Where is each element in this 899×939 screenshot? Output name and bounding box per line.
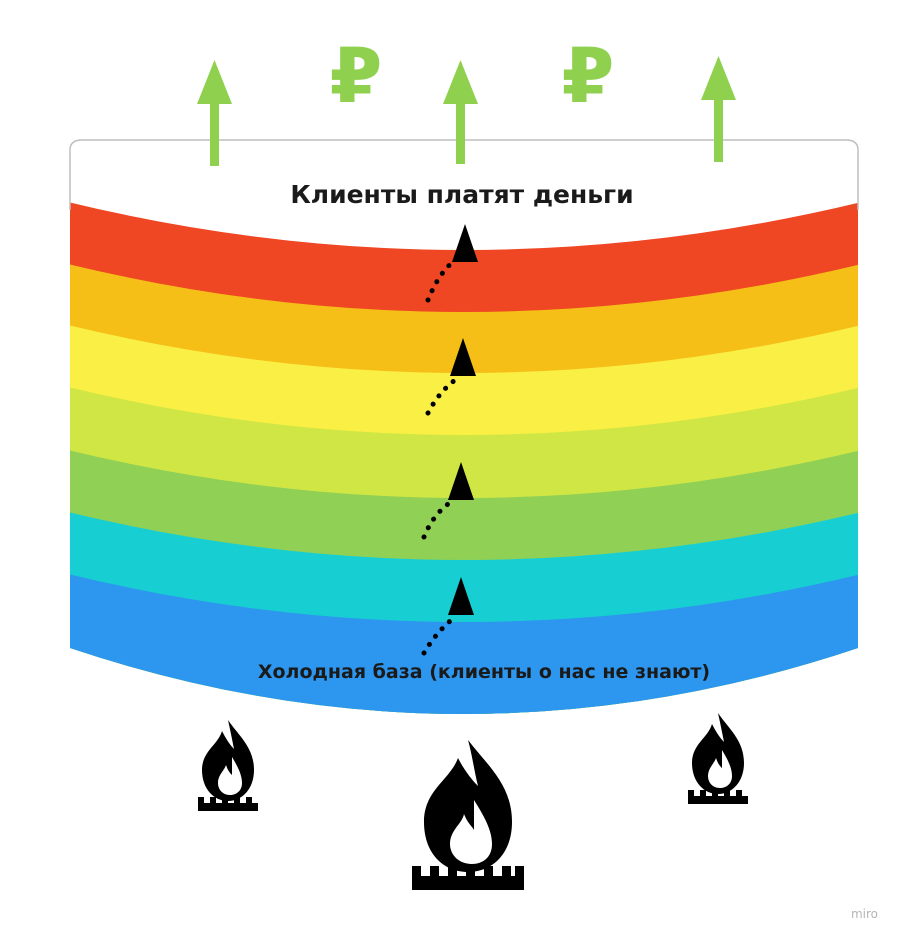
money-arrows	[197, 56, 736, 166]
up-arrow-icon	[443, 60, 478, 164]
dotted-arrow-icon	[425, 338, 476, 416]
dotted-arrow-icon	[425, 224, 478, 303]
dotted-arrow-icon	[421, 462, 474, 540]
bottom-label: Холодная база (клиенты о нас не знают)	[258, 661, 710, 683]
burner-flame-icon	[412, 740, 524, 890]
miro-watermark: miro	[851, 907, 878, 921]
burner-flame-icon	[198, 720, 258, 811]
ruble-icon: ₽	[562, 31, 615, 120]
progress-arrows	[421, 224, 478, 656]
dotted-arrow-icon	[421, 577, 474, 656]
top-label: Клиенты платят деньги	[290, 180, 633, 209]
burner-flame-icon	[688, 713, 748, 804]
pot-outline-top	[69, 139, 859, 210]
up-arrow-icon	[701, 56, 736, 162]
layer-blue	[70, 572, 858, 714]
up-arrow-icon	[197, 60, 232, 166]
ruble-icon: ₽	[330, 31, 383, 120]
